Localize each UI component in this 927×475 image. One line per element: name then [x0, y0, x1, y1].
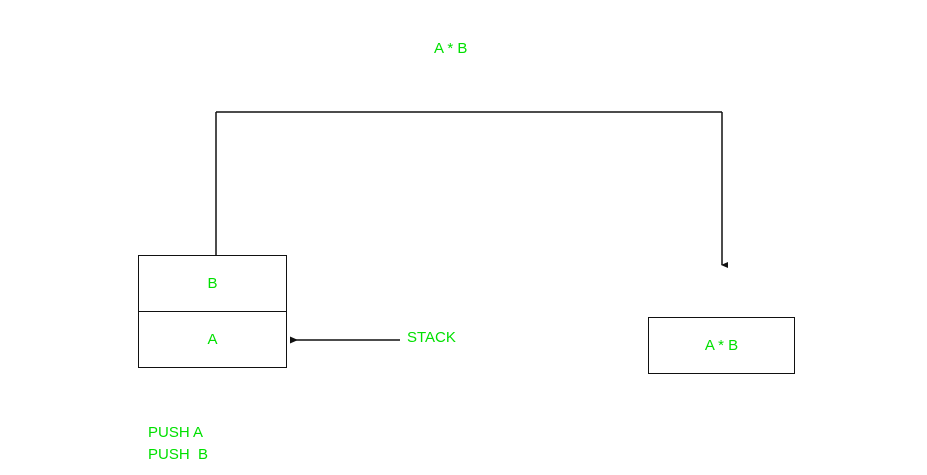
stack-label: STACK — [407, 329, 456, 346]
instruction-line-push-a: PUSH A — [148, 424, 204, 441]
result-box-text: A * B — [704, 337, 739, 354]
stack-cell-top-text: B — [207, 275, 218, 292]
expression-title: A * B — [434, 40, 468, 57]
result-box: A * B — [648, 317, 795, 374]
stack-cell-top: B — [138, 255, 287, 312]
instruction-line-push-b: PUSH B — [148, 446, 209, 463]
instruction-list: PUSH A PUSH B — [148, 422, 208, 466]
stack-cell-bottom-text: A — [207, 331, 218, 348]
stack-cell-bottom: A — [138, 311, 287, 368]
